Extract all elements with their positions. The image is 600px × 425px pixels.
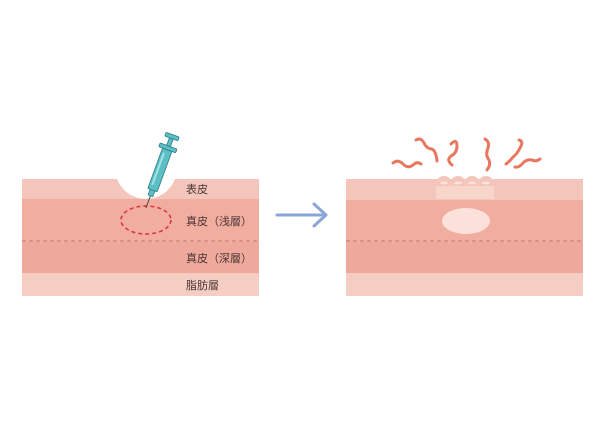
syringe-icon — [145, 132, 180, 209]
left-dermis-deep — [22, 241, 259, 273]
reaction-wave-1 — [391, 159, 423, 169]
reaction-wave-6 — [513, 157, 542, 169]
surface-bumps — [438, 176, 492, 184]
reaction-wave-2 — [414, 137, 439, 163]
left-skin-panel: 表皮 真皮（浅層） 真皮（深層） 脂肪層 — [22, 132, 259, 296]
right-skin-panel — [346, 137, 583, 296]
reaction-wave-5 — [504, 138, 524, 166]
label-epidermis: 表皮 — [186, 182, 208, 196]
filler-deposit — [442, 208, 490, 234]
right-dermis-deep — [346, 241, 583, 273]
label-dermis-deep: 真皮（深層） — [186, 251, 252, 265]
reaction-wave-4 — [483, 137, 492, 172]
label-fat-layer: 脂肪層 — [186, 278, 219, 292]
arrow-right-icon — [275, 202, 328, 228]
surface-bump-highlights — [440, 181, 490, 185]
skin-reaction-icon — [391, 137, 542, 172]
label-dermis-shallow: 真皮（浅層） — [186, 214, 252, 228]
reaction-wave-3 — [447, 139, 459, 167]
right-fat-layer — [346, 272, 583, 296]
epidermis-highlight — [436, 186, 494, 199]
left-fat-layer — [22, 272, 259, 296]
injection-area-circle — [120, 205, 172, 235]
left-epidermis — [22, 179, 259, 199]
